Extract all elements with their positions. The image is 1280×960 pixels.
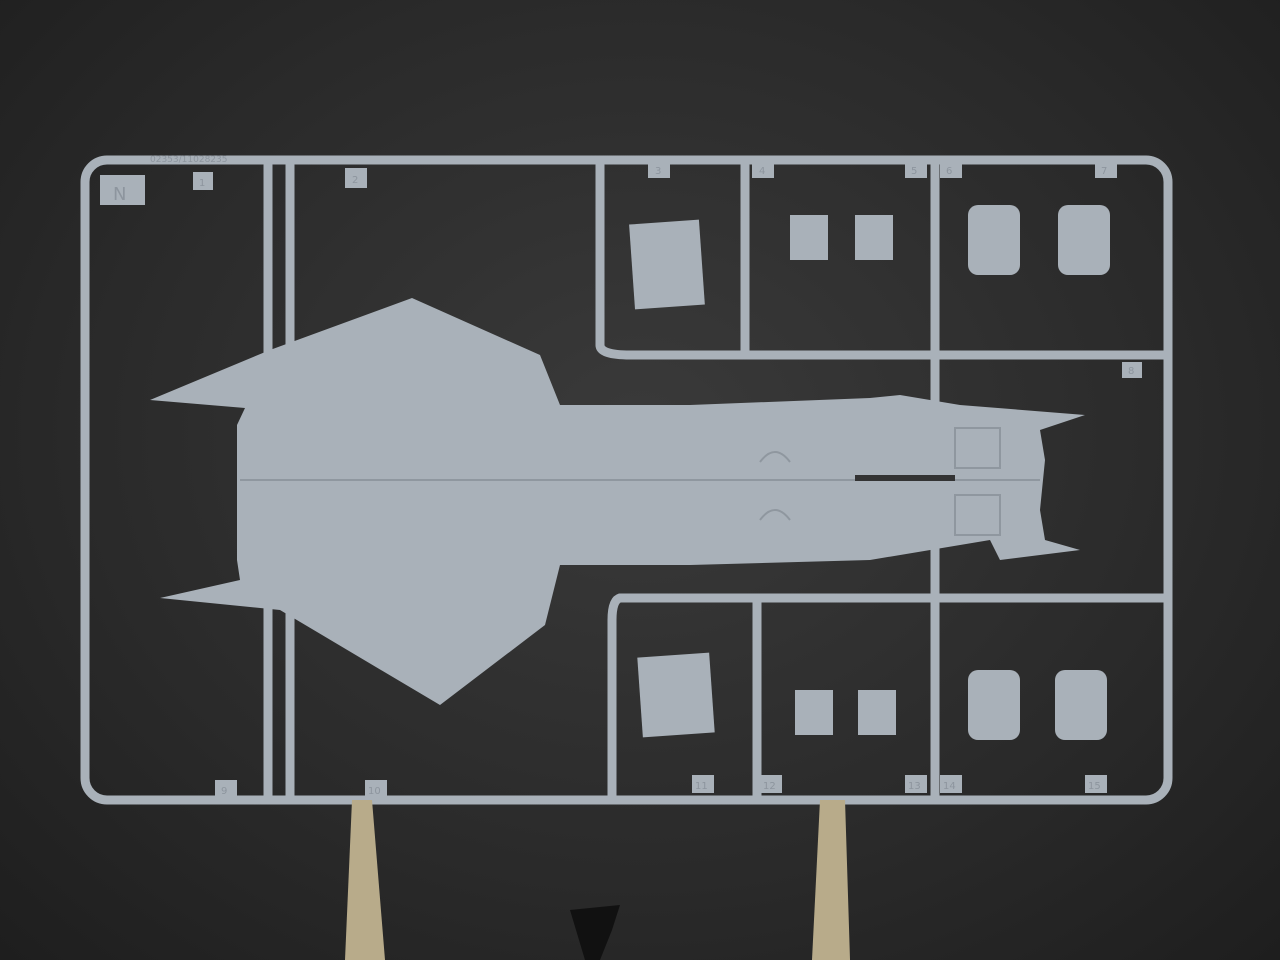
part-number: 4 <box>759 166 765 177</box>
part-number: 5 <box>911 166 917 177</box>
part-number: 11 <box>695 781 708 792</box>
alligator-clips <box>345 800 850 960</box>
small-parts <box>100 160 1142 798</box>
part-number: 7 <box>1101 166 1107 177</box>
sprue-code: 02353/11028235 <box>150 155 227 165</box>
part-number: 10 <box>368 786 381 797</box>
part-number: 6 <box>946 166 952 177</box>
part-number: 12 <box>763 781 776 792</box>
part-number: 9 <box>221 786 227 797</box>
sprue-letter: N <box>113 184 126 205</box>
part-number-labels: 1 2 3 4 5 6 7 8 9 10 11 12 13 14 15 <box>199 166 1134 797</box>
panel-lines <box>240 427 1040 536</box>
part-number: 1 <box>199 178 205 189</box>
part-number: 14 <box>943 781 956 792</box>
part-number: 2 <box>352 175 358 186</box>
part-number: 8 <box>1128 366 1134 377</box>
part-number: 3 <box>655 166 661 177</box>
aircraft-fuselage-part <box>150 298 1085 705</box>
part-number: 15 <box>1088 781 1101 792</box>
part-number: 13 <box>908 781 921 792</box>
